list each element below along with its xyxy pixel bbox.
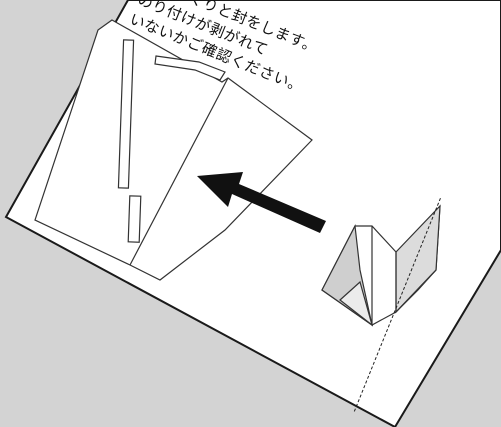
flat-envelope-diagram (34, 19, 313, 281)
direction-arrow (197, 172, 326, 233)
folded-envelope-diagram (321, 204, 441, 327)
